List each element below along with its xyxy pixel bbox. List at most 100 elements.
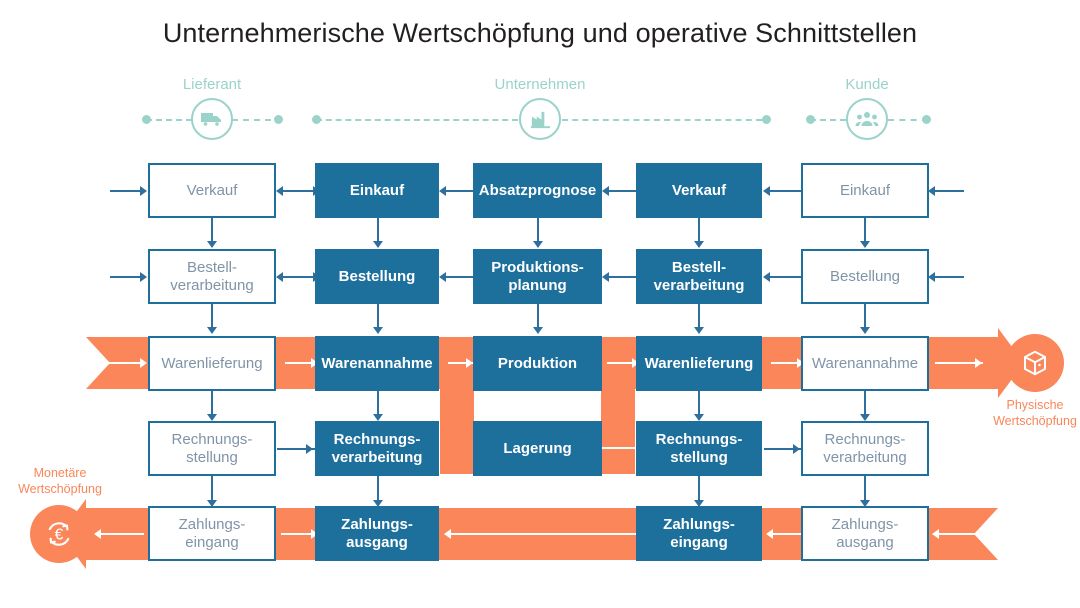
- flow-arrowhead-right: [311, 358, 318, 368]
- actor-label-lieferant: Lieferant: [182, 76, 242, 93]
- process-box-zahlungseingang-lieferant[interactable]: Zahlungs-eingang: [148, 506, 276, 561]
- process-box-verkauf-lieferant[interactable]: Verkauf: [148, 163, 276, 218]
- arrowhead-down: [207, 414, 217, 421]
- process-box-bestellung-unternehmen[interactable]: Bestellung: [315, 249, 439, 304]
- flow-arrowhead-left: [932, 529, 939, 539]
- flow-arrow-line: [537, 389, 539, 413]
- truck-icon: [191, 98, 233, 140]
- process-box-zahlungsausgang-kunde[interactable]: Zahlungs-ausgang: [801, 506, 929, 561]
- arrowhead-down: [373, 241, 383, 248]
- actor-connector-dot: [142, 115, 151, 124]
- process-box-warenannahme-unternehmen[interactable]: Warenannahme: [315, 336, 439, 391]
- flow-arrow-line: [607, 362, 652, 364]
- flow-arrowhead-down: [533, 412, 543, 419]
- connector-line: [278, 276, 338, 278]
- arrowhead-down: [860, 241, 870, 248]
- flow-arrow-line: [771, 362, 819, 364]
- connector-line: [211, 474, 213, 504]
- connector-line: [211, 216, 213, 245]
- process-box-zahlungsausgang-unternehmen[interactable]: Zahlungs-ausgang: [315, 506, 439, 561]
- flow-arrowhead-right: [797, 358, 804, 368]
- arrowhead-right: [793, 444, 800, 454]
- process-box-verkauf-unternehmen[interactable]: Verkauf: [636, 163, 762, 218]
- process-box-absatzprognose[interactable]: Absatzprognose: [473, 163, 602, 218]
- flow-arrow-line: [642, 362, 644, 449]
- actor-label-unternehmen: Unternehmen: [494, 76, 586, 93]
- flow-arrow-line: [285, 362, 333, 364]
- process-box-bestellung-kunde[interactable]: Bestellung: [801, 249, 929, 304]
- connector-line: [537, 216, 539, 245]
- arrowhead-left: [928, 272, 935, 282]
- arrowhead-right: [306, 444, 313, 454]
- connector-line: [377, 474, 379, 504]
- process-box-produktion[interactable]: Produktion: [473, 336, 602, 391]
- process-box-rechnungsstellung-unternehmen[interactable]: Rechnungs-stellung: [636, 421, 762, 476]
- process-box-einkauf-unternehmen[interactable]: Einkauf: [315, 163, 439, 218]
- process-box-bestellverarbeitung-unternehmen[interactable]: Bestell-verarbeitung: [636, 249, 762, 304]
- connector-line: [930, 276, 964, 278]
- flow-arrow-line: [934, 533, 982, 535]
- connector-line: [698, 216, 700, 245]
- connector-line: [278, 190, 338, 192]
- process-box-warenlieferung-lieferant[interactable]: Warenlieferung: [148, 336, 276, 391]
- connector-line: [441, 190, 473, 192]
- flow-arrowhead-right: [466, 358, 473, 368]
- connector-line: [377, 302, 379, 331]
- process-box-lagerung[interactable]: Lagerung: [473, 421, 602, 476]
- flow-arrow-line: [768, 533, 820, 535]
- connector-line: [698, 302, 700, 331]
- process-box-rechnungsverarbeitung-kunde[interactable]: Rechnungs-verarbeitung: [801, 421, 929, 476]
- actor-connector-dot: [274, 115, 283, 124]
- actor-connector-line-left-kunde: [810, 119, 846, 121]
- actor-connector-line-right-lieferant: [232, 119, 282, 121]
- arrowhead-down: [207, 500, 217, 507]
- connector-line: [211, 389, 213, 418]
- connector-line: [604, 276, 636, 278]
- connector-line: [377, 389, 379, 418]
- arrowhead-right: [140, 272, 147, 282]
- arrowhead-down: [694, 327, 704, 334]
- connector-line: [864, 389, 866, 418]
- process-box-zahlungseingang-unternehmen[interactable]: Zahlungs-eingang: [636, 506, 762, 561]
- connector-line: [441, 276, 473, 278]
- connector-line: [377, 216, 379, 245]
- flow-arrowhead-left: [444, 529, 451, 539]
- connector-line: [864, 216, 866, 245]
- arrowhead-down: [373, 414, 383, 421]
- flow-arrow-line: [100, 362, 142, 364]
- connector-line: [604, 190, 636, 192]
- process-box-rechnungsverarbeitung-unternehmen[interactable]: Rechnungs-verarbeitung: [315, 421, 439, 476]
- flow-arrow-line: [935, 362, 983, 364]
- actor-connector-line-right-kunde: [888, 119, 928, 121]
- process-box-warenannahme-kunde[interactable]: Warenannahme: [801, 336, 929, 391]
- arrowhead-down: [373, 500, 383, 507]
- factory-icon: [519, 98, 561, 140]
- process-box-rechnungsstellung-lieferant[interactable]: Rechnungs-stellung: [148, 421, 276, 476]
- process-box-bestellverarbeitung-lieferant[interactable]: Bestell-verarbeitung: [148, 249, 276, 304]
- arrowhead-right: [140, 186, 147, 196]
- euro-cycle-icon: €: [30, 505, 88, 563]
- process-box-warenlieferung-unternehmen[interactable]: Warenlieferung: [636, 336, 762, 391]
- actor-connector-line-right-unternehmen: [562, 119, 762, 121]
- connector-line: [930, 190, 964, 192]
- arrowhead-left: [928, 186, 935, 196]
- connector-line: [764, 448, 817, 450]
- arrowhead-down: [533, 327, 543, 334]
- arrowhead-down: [207, 327, 217, 334]
- arrowhead-down: [207, 241, 217, 248]
- connector-line: [110, 276, 142, 278]
- actor-connector-line-left-unternehmen: [316, 119, 518, 121]
- arrowhead-down: [694, 500, 704, 507]
- actor-connector-dot: [762, 115, 771, 124]
- process-box-einkauf-kunde[interactable]: Einkauf: [801, 163, 929, 218]
- actor-connector-dot: [922, 115, 931, 124]
- process-box-produktionsplanung[interactable]: Produktions-planung: [473, 249, 602, 304]
- flow-arrow-line: [96, 533, 144, 535]
- svg-text:€: €: [55, 527, 64, 544]
- physical-flow-band-loop-right: [601, 389, 635, 474]
- actor-connector-line-left-lieferant: [146, 119, 212, 121]
- flow-arrowhead-right: [632, 358, 639, 368]
